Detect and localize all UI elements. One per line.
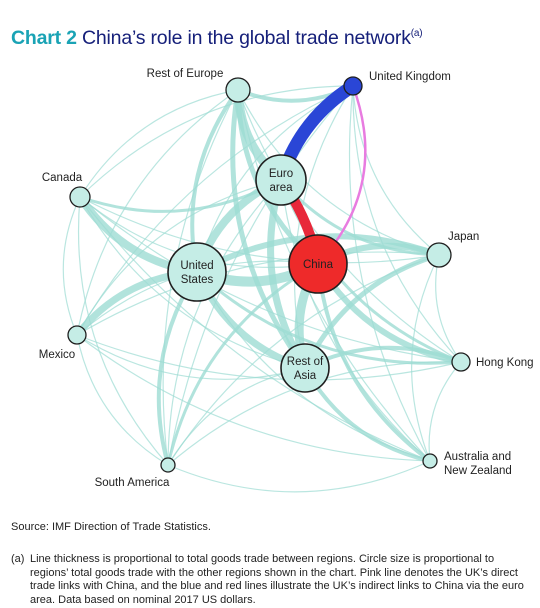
trade-link-japan-mexico <box>76 251 440 336</box>
trade-link-united-kingdom-mexico <box>76 85 354 336</box>
footnote-marker: (a) <box>11 553 25 565</box>
node-united-states <box>167 242 227 302</box>
title-footnote-marker: (a) <box>410 28 423 39</box>
trade-link-euro-area-south-america <box>167 179 282 466</box>
node-rest-of-europe <box>225 77 251 103</box>
trade-link-japan-australia-nz <box>411 254 440 462</box>
chart-title-text: China’s role in the global trade network <box>82 27 411 49</box>
label-mexico: Mexico <box>39 349 75 361</box>
trade-link-united-kingdom-japan <box>352 85 440 256</box>
trade-link-united-kingdom-australia-nz <box>348 85 431 462</box>
trade-link-china-south-america <box>166 262 320 467</box>
label-hong-kong: Hong Kong <box>476 357 534 369</box>
node-japan <box>426 242 452 268</box>
node-hong-kong <box>451 352 471 372</box>
trade-link-canada-mexico <box>62 196 81 336</box>
source-note: Source: IMF Direction of Trade Statistic… <box>11 521 211 533</box>
trade-links <box>62 84 464 493</box>
trade-link-china-australia-nz <box>316 262 432 463</box>
chart-title: Chart 2 China’s role in the global trade… <box>11 27 423 50</box>
trade-link-mexico-south-america <box>76 334 169 466</box>
trade-link-rest-of-europe-mexico <box>76 89 239 336</box>
trade-link-canada-south-america <box>77 196 169 466</box>
trade-link-united-states-hong-kong <box>195 270 463 365</box>
label-japan: Japan <box>448 231 479 243</box>
trade-link-japan-hong-kong <box>435 254 462 363</box>
node-australia-nz <box>422 453 438 469</box>
trade-link-canada-australia-nz <box>79 196 431 462</box>
node-mexico <box>67 325 87 345</box>
trade-link-canada-rest-of-asia <box>79 196 306 369</box>
label-canada: Canada <box>42 172 83 184</box>
node-rest-of-asia <box>280 343 330 393</box>
trade-link-mexico-rest-of-asia <box>76 334 306 380</box>
trade-link-hong-kong-australia-nz <box>428 361 462 462</box>
trade-link-canada-japan <box>79 196 440 264</box>
trade-link-rest-of-europe-rest-of-asia <box>230 87 308 371</box>
trade-link-south-america-australia-nz <box>167 460 431 493</box>
footnote: (a) Line thickness is proportional to to… <box>11 553 531 607</box>
trade-link-japan-south-america <box>167 254 440 466</box>
node-canada <box>69 186 91 208</box>
label-south-america: South America <box>95 477 170 489</box>
node-china <box>288 234 348 294</box>
node-euro-area <box>255 154 307 206</box>
node-south-america <box>160 457 176 473</box>
label-china: China <box>303 259 334 271</box>
trade-link-united-kingdom-hong-kong <box>352 85 462 363</box>
label-rest-of-europe: Rest of Europe <box>147 68 224 80</box>
trade-link-euro-area-mexico <box>76 179 282 336</box>
trade-link-mexico-australia-nz <box>76 334 431 462</box>
label-united-kingdom: United Kingdom <box>369 71 451 83</box>
trade-link-mexico-hong-kong <box>76 334 462 381</box>
trade-link-united-kingdom-canada <box>79 85 354 198</box>
trade-link-rest-of-europe-canada <box>79 89 239 198</box>
trade-link-euro-area-australia-nz <box>280 179 431 462</box>
region-nodes <box>67 76 471 473</box>
node-united-kingdom <box>343 76 363 96</box>
trade-link-united-kingdom-south-america <box>167 85 354 466</box>
footnote-text: Line thickness is proportional to total … <box>30 553 524 606</box>
chart-number: Chart 2 <box>11 27 77 49</box>
